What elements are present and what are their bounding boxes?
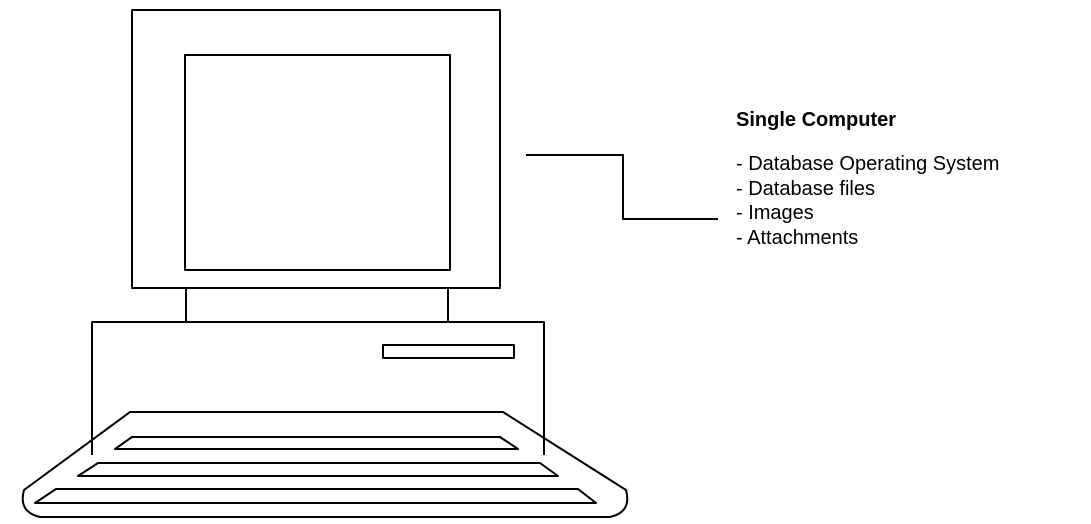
keyboard-outline — [21, 411, 629, 518]
diagram-title: Single Computer — [736, 109, 897, 131]
list-item: - Images — [736, 202, 814, 224]
connector-line — [526, 154, 718, 220]
computer-case-icon — [91, 321, 545, 455]
feature-list: - Database Operating System - Database f… — [736, 152, 1091, 250]
computer-monitor-icon — [131, 9, 501, 322]
key-row-1 — [114, 436, 519, 450]
list-item: - Database files — [736, 177, 875, 200]
description-block: Single Computer - Database Operating Sys… — [736, 108, 1091, 250]
key-row-3 — [34, 488, 597, 504]
keyboard-icon — [21, 411, 629, 518]
list-item: - Attachments — [736, 226, 859, 249]
drive-slot — [382, 344, 515, 359]
case-outline — [91, 321, 545, 455]
list-item: - Database Operating System — [736, 153, 1000, 175]
monitor-frame — [131, 9, 501, 289]
monitor-screen — [184, 54, 451, 271]
key-row-2 — [77, 462, 559, 477]
